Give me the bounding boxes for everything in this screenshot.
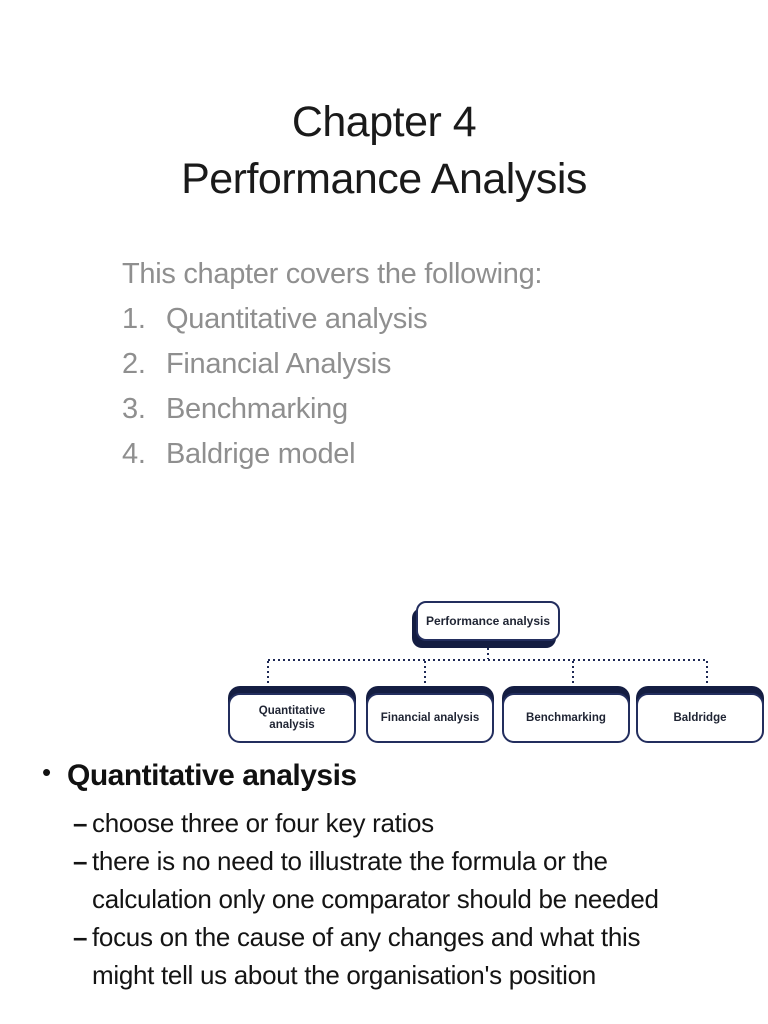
diagram-box-benchmarking: Benchmarking [502, 693, 630, 743]
dash-marker: – [73, 846, 88, 876]
item-number: 2. [122, 348, 146, 380]
dash-marker: – [73, 922, 88, 952]
connector-horizontal-line [268, 659, 708, 661]
connector-stub-financial [424, 661, 426, 688]
subitem-text: there is no need to illustrate the formu… [92, 846, 608, 876]
overview-item-3: 3. Benchmarking [122, 387, 642, 432]
overview-item-2: 2. Financial Analysis [122, 342, 642, 387]
item-number: 3. [122, 393, 146, 425]
diagram-box-label: Financial analysis [380, 711, 480, 724]
bullet-heading: Quantitative analysis [67, 759, 357, 792]
subitem-3-line-2: might tell us about the organisation's p… [92, 960, 596, 990]
diagram-box-label: Quantitative analysis [258, 704, 326, 731]
diagram-box-label: Benchmarking [526, 711, 606, 724]
chapter-overview-list: This chapter covers the following: 1. Qua… [122, 252, 642, 477]
subitem-2-line-1: –there is no need to illustrate the form… [73, 842, 753, 880]
title-line-2: Performance Analysis [181, 155, 587, 203]
bullet-subitems: –choose three or four key ratios –there … [73, 804, 753, 994]
item-text: Financial Analysis [166, 348, 392, 380]
dash-marker: – [73, 808, 88, 838]
item-text: Benchmarking [166, 393, 348, 425]
item-text: Quantitative analysis [166, 303, 428, 335]
item-number: 4. [122, 438, 146, 470]
diagram-box-label: Baldridge [673, 711, 727, 724]
diagram-root-label: Performance analysis [425, 614, 551, 628]
item-text: Baldrige model [166, 438, 356, 470]
level1-bullet-marker: • [42, 757, 52, 787]
subitem-3-line-1: –focus on the cause of any changes and w… [73, 918, 753, 956]
diagram-box-financial-analysis: Financial analysis [366, 693, 494, 743]
overview-item-4: 4. Baldrige model [122, 432, 642, 477]
subitem-1: –choose three or four key ratios [73, 804, 753, 842]
connector-stub-benchmarking [572, 661, 574, 688]
diagram-box-quantitative-analysis: Quantitative analysis [228, 693, 356, 743]
connector-stub-quantitative [267, 661, 269, 688]
connector-stub-baldridge [706, 661, 708, 688]
subitem-text: choose three or four key ratios [92, 808, 434, 838]
diagram-root-box: Performance analysis [416, 601, 560, 641]
overview-item-1: 1. Quantitative analysis [122, 297, 642, 342]
overview-intro: This chapter covers the following: [122, 258, 543, 290]
connector-root-stub [487, 648, 489, 659]
subitem-2-line-2: calculation only one comparator should b… [92, 884, 659, 914]
title-line-1: Chapter 4 [291, 98, 477, 146]
item-number: 1. [122, 303, 146, 335]
diagram-box-baldridge: Baldridge [636, 693, 764, 743]
slide-title: Chapter 4 Performance Analysis [0, 94, 768, 208]
subitem-text: focus on the cause of any changes and wh… [92, 922, 641, 952]
